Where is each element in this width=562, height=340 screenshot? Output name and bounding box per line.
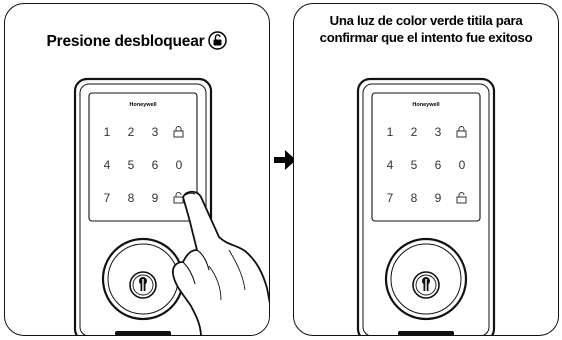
key-8: 8 <box>411 191 418 205</box>
step-panel-press-unlock: Presione desbloquear Honeywell 1 2 3 4 5… <box>4 3 270 336</box>
key-2: 2 <box>128 125 135 139</box>
key-4: 4 <box>104 158 111 172</box>
key-9: 9 <box>435 191 442 205</box>
key-1: 1 <box>104 125 111 139</box>
lock-key-icon <box>173 126 184 138</box>
keypad-panel <box>371 92 481 222</box>
key-5: 5 <box>128 158 135 172</box>
step-caption: Una luz de color verde titila para confi… <box>294 12 558 46</box>
key-7: 7 <box>387 191 394 205</box>
key-6: 6 <box>435 158 442 172</box>
caption-text: Presione desbloquear <box>46 33 205 50</box>
unlock-icon <box>208 31 228 50</box>
pointing-hand-icon <box>171 190 269 335</box>
key-7: 7 <box>104 191 111 205</box>
brand-logo: Honeywell <box>412 102 440 108</box>
key-5: 5 <box>411 158 418 172</box>
brand-logo: Honeywell <box>129 102 157 108</box>
step-caption: Presione desbloquear <box>5 31 269 50</box>
right-arrow-icon <box>274 150 296 170</box>
key-2: 2 <box>411 125 418 139</box>
unlock-key-icon <box>456 192 467 204</box>
step-panel-green-light: Una luz de color verde titila para confi… <box>293 3 559 336</box>
lock-key-icon <box>456 126 467 138</box>
key-1: 1 <box>387 125 394 139</box>
key-6: 6 <box>152 158 159 172</box>
keypad-panel <box>88 92 198 222</box>
key-3: 3 <box>435 125 442 139</box>
key-9: 9 <box>152 191 159 205</box>
key-4: 4 <box>387 158 394 172</box>
smart-deadbolt-lock: Honeywell 1 2 3 4 5 6 0 7 8 9 <box>356 77 496 335</box>
key-0: 0 <box>459 158 466 172</box>
caption-line-1: Una luz de color verde titila para <box>329 13 523 28</box>
key-3: 3 <box>152 125 159 139</box>
keyhole-icon <box>139 277 147 291</box>
caption-line-2: confirmar que el intento fue exitoso <box>319 30 533 45</box>
key-0: 0 <box>176 158 183 172</box>
key-8: 8 <box>128 191 135 205</box>
keyhole-icon <box>422 277 430 291</box>
